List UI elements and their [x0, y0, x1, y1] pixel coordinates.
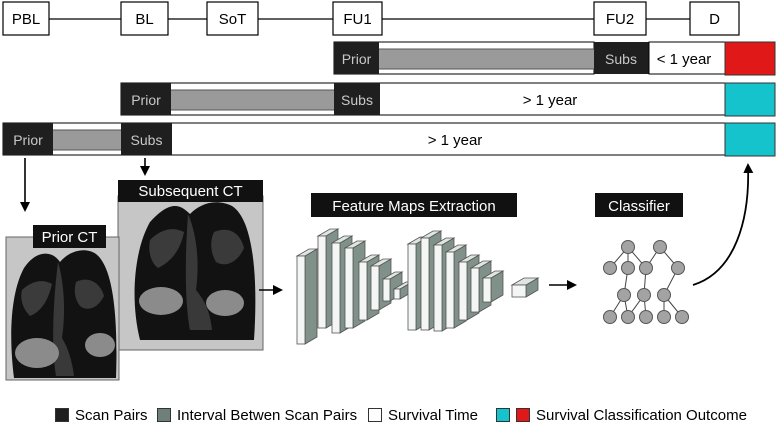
interval-bar-row-3 — [51, 129, 125, 151]
tree-node — [639, 261, 653, 275]
legend-item-interval: Interval Betwen Scan Pairs — [157, 404, 357, 426]
duration-label-row-3: > 1 year — [428, 132, 483, 149]
interval-bar-row-2 — [169, 89, 337, 111]
tree-node — [617, 288, 631, 302]
prior-box-row-3 — [3, 123, 53, 155]
outcome-box-row-3 — [724, 122, 776, 157]
cnn-layers — [295, 228, 540, 345]
timeline-text-d: D — [709, 11, 720, 28]
subsequent-ct-image: Subsequent CT — [117, 180, 264, 351]
timeline-text-sot: SoT — [219, 11, 247, 28]
tree-node — [675, 310, 689, 324]
tree-node — [639, 310, 653, 324]
legend: Scan Pairs Interval Betwen Scan Pairs Su… — [0, 404, 778, 426]
tree-node — [657, 288, 671, 302]
legend-swatch-outcome-red — [516, 408, 530, 422]
interval-bar-row-1 — [377, 48, 597, 70]
tree-node — [603, 261, 617, 275]
legend-swatch-outcome-cyan — [496, 408, 510, 422]
timeline-label-pbl: PBL — [2, 1, 50, 36]
tree-node — [637, 288, 651, 302]
timeline-label-bl: BL — [120, 1, 169, 36]
timeline-text-fu2: FU2 — [606, 11, 634, 28]
prior-label-row-1: Prior — [342, 51, 372, 67]
subs-label-row-3: Subs — [131, 132, 163, 148]
timeline-text-fu1: FU1 — [343, 11, 371, 28]
classifier-label: Classifier — [608, 198, 670, 215]
subs-box-row-3 — [121, 123, 172, 155]
duration-label-row-2: > 1 year — [523, 92, 578, 109]
classifier-tree-icon — [603, 240, 689, 324]
tree-node — [671, 261, 685, 275]
timeline-label-sot: SoT — [206, 1, 259, 36]
legend-label-interval: Interval Betwen Scan Pairs — [177, 406, 358, 424]
cnn-layer — [295, 248, 319, 345]
subsequent-ct-label: Subsequent CT — [138, 183, 242, 200]
prior-box-row-1 — [334, 42, 379, 74]
tree-node — [621, 310, 635, 324]
cnn-layer — [381, 271, 404, 302]
subs-label-row-1: Subs — [605, 51, 637, 67]
timeline: PBL BL SoT FU1 FU2 D — [2, 1, 740, 36]
prior-label-row-2: Prior — [131, 92, 161, 108]
scan-pair-row-3: Prior Subs > 1 year — [2, 122, 776, 157]
legend-item-survival-time: Survival Time — [368, 404, 478, 426]
tree-node — [621, 240, 635, 254]
prior-label-row-3: Prior — [13, 132, 43, 148]
outcome-box-row-2 — [724, 82, 776, 117]
prior-ct-image: Prior CT — [5, 225, 120, 381]
cnn-layer — [510, 277, 540, 298]
feature-maps-extraction: Feature Maps Extraction — [295, 193, 540, 345]
subs-label-row-2: Subs — [341, 92, 373, 108]
legend-swatch-interval — [157, 408, 171, 422]
legend-label-outcome: Survival Classification Outcome — [536, 406, 747, 424]
feature-maps-label: Feature Maps Extraction — [332, 198, 495, 215]
prior-ct-label: Prior CT — [42, 229, 98, 246]
legend-swatch-survival-time — [368, 408, 382, 422]
timeline-label-fu1: FU1 — [332, 1, 383, 36]
legend-label-survival-time: Survival Time — [388, 406, 479, 424]
timeline-label-d: D — [689, 1, 740, 36]
duration-label-row-1: < 1 year — [657, 51, 712, 68]
prior-box-row-2 — [121, 83, 171, 115]
arrow-classifier-to-outcome — [692, 163, 754, 286]
tree-node — [653, 240, 667, 254]
scan-pair-row-2: Prior Subs > 1 year — [120, 82, 776, 117]
outcome-box-row-1 — [724, 41, 776, 76]
classifier: Classifier — [595, 193, 689, 324]
tree-node — [657, 310, 671, 324]
cnn-layer — [481, 270, 505, 303]
legend-item-outcome: Survival Classification Outcome — [496, 404, 747, 426]
tree-node — [603, 310, 617, 324]
subs-box-row-1 — [594, 42, 649, 74]
timeline-text-bl: BL — [135, 11, 153, 28]
tree-node — [621, 261, 635, 275]
legend-swatch-scan-pairs — [55, 408, 69, 422]
legend-label-scan-pairs: Scan Pairs — [75, 406, 148, 424]
scan-pair-row-1: Prior Subs < 1 year — [333, 41, 776, 76]
legend-item-scan-pairs: Scan Pairs — [55, 404, 148, 426]
timeline-label-fu2: FU2 — [593, 1, 647, 36]
subs-box-row-2 — [334, 83, 380, 115]
timeline-text-pbl: PBL — [12, 11, 40, 28]
